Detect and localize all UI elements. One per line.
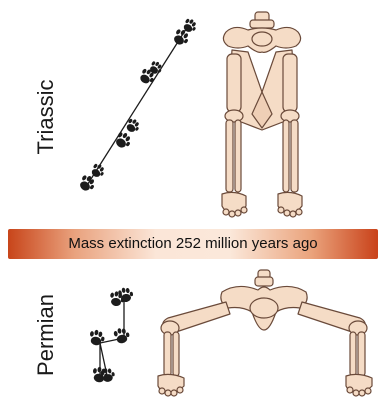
triassic-trackway-icon — [77, 17, 199, 194]
permian-trackway-icon — [88, 286, 134, 383]
permian-skeleton-icon — [158, 270, 372, 396]
triassic-skeleton-icon — [222, 12, 302, 217]
